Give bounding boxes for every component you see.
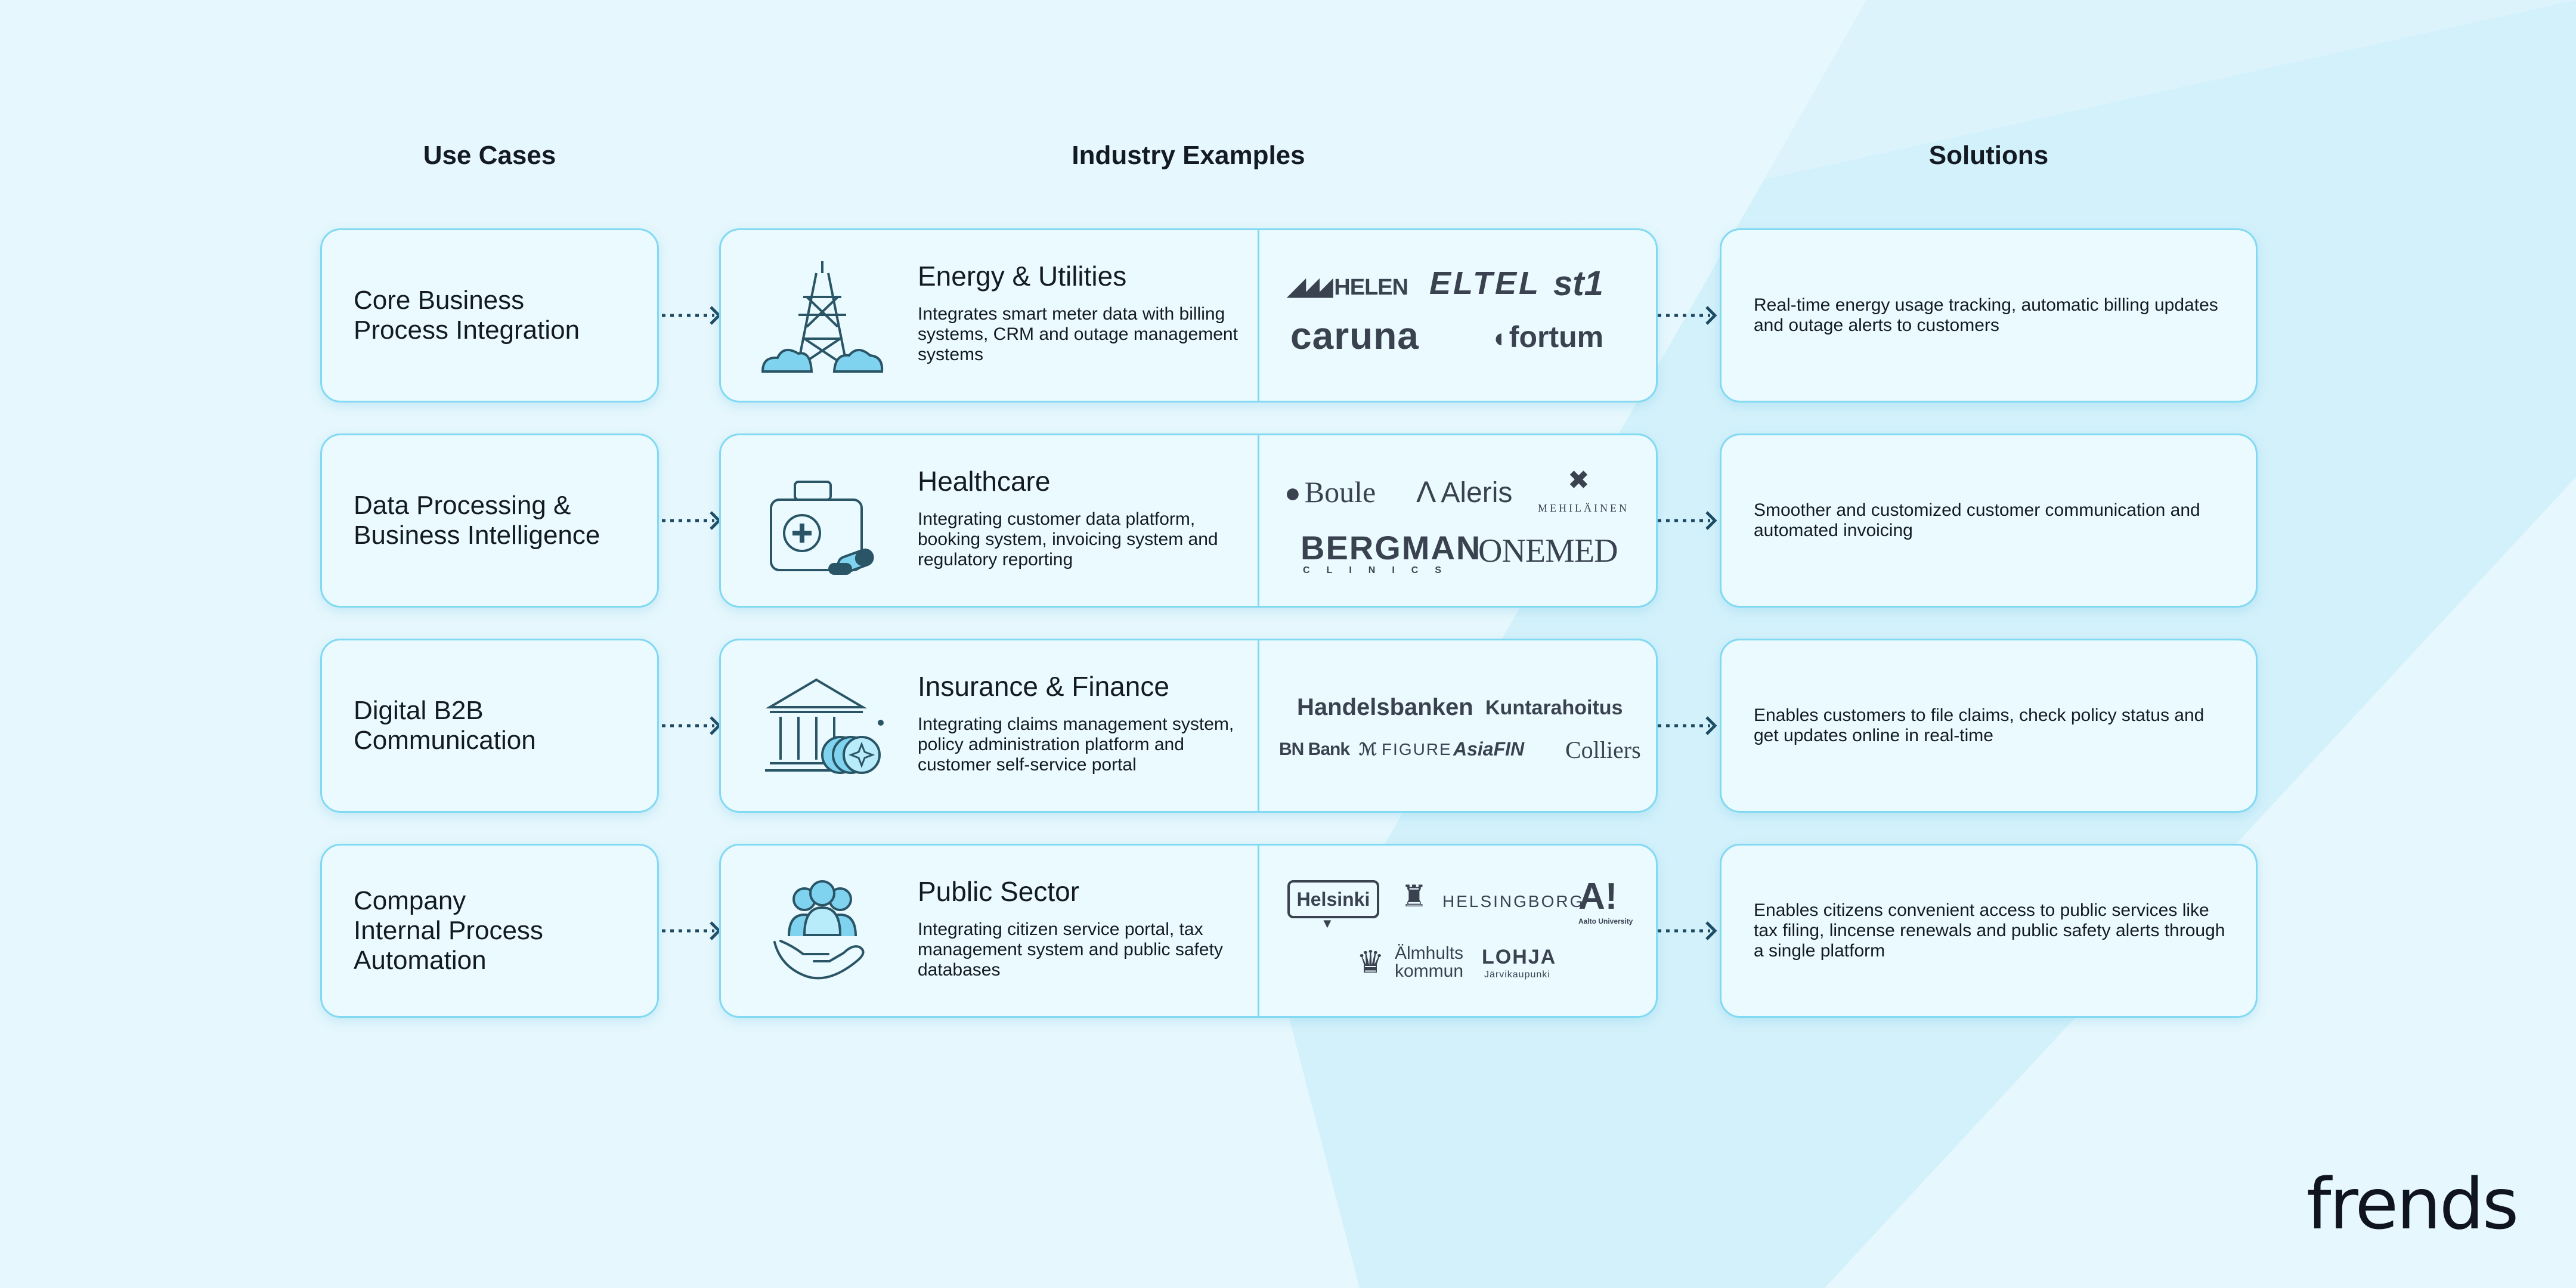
logo-colliers: Colliers (1565, 736, 1641, 763)
logo-bn-bank: BN Bank (1279, 739, 1350, 759)
industry-description: Integrating citizen service portal, tax … (918, 919, 1223, 980)
use-case-label: Data Processing & Business Intelligence (354, 491, 600, 550)
arrow-icon (662, 921, 722, 940)
arrow-icon (1658, 306, 1717, 325)
logo-boule: ●Boule (1284, 475, 1376, 509)
use-case-card: Company Internal Process Automation (320, 844, 659, 1018)
industry-description: Integrating customer data platform, book… (918, 509, 1218, 569)
arrow-icon (662, 511, 722, 530)
logo-clinics: CLINICS (1303, 565, 1458, 575)
industry-card: Healthcare Integrating customer data pla… (719, 434, 1658, 608)
logo-kuntarahoitus: Kuntarahoitus (1485, 696, 1623, 719)
logo-handelsbanken: Handelsbanken (1297, 694, 1473, 720)
divider (1258, 640, 1259, 811)
arrow-icon (1658, 511, 1717, 530)
solution-card: Real-time energy usage tracking, automat… (1720, 228, 2258, 402)
industry-card: Energy & Utilities Integrates smart mete… (719, 228, 1658, 402)
helsingborg-crest-icon: ♜ (1401, 880, 1428, 913)
solution-card: Smoother and customized customer communi… (1720, 434, 2258, 608)
logo-lohja-subtitle: Järvikaupunki (1484, 970, 1550, 980)
logo-aalto-university: Aalto University (1578, 917, 1633, 925)
industry-card: Insurance & Finance Integrating claims m… (719, 639, 1658, 813)
aleris-mark-icon: Λ (1416, 475, 1436, 509)
helen-mark-icon: ◢◢◢ (1287, 274, 1333, 300)
logo-caruna: caruna (1290, 314, 1419, 357)
use-case-card: Core Business Process Integration (320, 228, 659, 402)
logo-mehilainen: MEHILÄINEN (1538, 502, 1629, 514)
fortum-mark-icon: ◖ (1490, 322, 1507, 353)
solution-text: Real-time energy usage tracking, automat… (1754, 295, 2218, 335)
industry-examples-header: Industry Examples (1072, 141, 1305, 170)
industry-title: Energy & Utilities (918, 261, 1127, 292)
helsinki-speech-tail-icon: ▼ (1321, 916, 1334, 931)
logo-onemed: ONEMED (1478, 532, 1618, 569)
industry-description: Integrating claims management system, po… (918, 714, 1234, 775)
logo-bergman: BERGMAN (1301, 529, 1482, 566)
industry-title: Public Sector (918, 876, 1080, 907)
logo-lohja: LOHJA (1482, 946, 1557, 968)
medical-kit-icon (770, 481, 874, 575)
divider (1258, 230, 1259, 401)
solutions-header: Solutions (1928, 141, 2049, 170)
people-hand-icon (773, 880, 865, 980)
bank-coins-icon (765, 678, 884, 774)
solution-card: Enables citizens convenient access to pu… (1720, 844, 2258, 1018)
use-case-card: Data Processing & Business Intelligence (320, 434, 659, 608)
almhult-crest-icon: ♛ (1357, 945, 1385, 980)
arrow-icon (662, 716, 722, 735)
arrow-icon (1658, 921, 1717, 940)
divider (1258, 846, 1259, 1016)
mehilainen-mark-icon: ✖ (1568, 466, 1590, 495)
logo-fortum: ◖fortum (1490, 320, 1604, 354)
industry-title: Insurance & Finance (918, 671, 1169, 702)
logo-eltel: ELTEL (1429, 265, 1541, 301)
use-case-label: Company Internal Process Automation (354, 886, 543, 975)
logo-st1: st1 (1553, 264, 1603, 303)
logo-helsingborg: HELSINGBORG (1442, 892, 1585, 911)
industry-description: Integrates smart meter data with billing… (918, 304, 1238, 364)
solution-text: Enables citizens convenient access to pu… (1754, 900, 2225, 961)
use-case-label: Core Business Process Integration (354, 286, 580, 345)
arrow-icon (1658, 716, 1717, 735)
frends-logo: frends (2306, 1163, 2519, 1245)
solution-text: Smoother and customized customer communi… (1754, 500, 2200, 540)
use-case-card: Digital B2B Communication (320, 639, 659, 813)
logo-helsinki: Helsinki (1287, 880, 1379, 918)
logo-helen: ◢◢◢HELEN (1287, 274, 1408, 300)
solution-card: Enables customers to file claims, check … (1720, 639, 2258, 813)
power-tower-icon (761, 261, 884, 373)
industry-card: Public Sector Integrating citizen servic… (719, 844, 1658, 1018)
use-cases-header: Use Cases (423, 141, 556, 170)
industry-title: Healthcare (918, 466, 1051, 497)
divider (1258, 435, 1259, 606)
use-case-label: Digital B2B Communication (354, 696, 536, 755)
logo-aalto: A! (1578, 876, 1618, 917)
arrow-icon (662, 306, 722, 325)
figure-mark-icon: ℳ (1359, 740, 1378, 758)
solution-text: Enables customers to file claims, check … (1754, 705, 2205, 745)
logo-asiafin: AsiaFIN (1453, 738, 1525, 760)
boule-mark-icon: ● (1284, 478, 1301, 508)
